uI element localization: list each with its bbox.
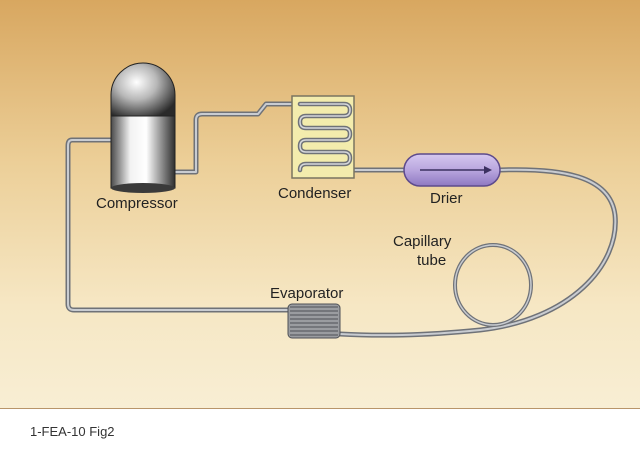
capillary-label-line1: Capillary <box>393 233 452 250</box>
condenser <box>291 95 355 179</box>
capillary-coil <box>453 243 533 327</box>
refrigeration-diagram: Compressor Condenser Drier Capillary tub… <box>0 0 640 409</box>
evaporator-label: Evaporator <box>270 285 343 302</box>
drier <box>403 153 501 187</box>
evaporator <box>287 303 341 339</box>
figure-caption: 1-FEA-10 Fig2 <box>30 424 115 439</box>
refrigerant-tubing <box>65 101 618 338</box>
drier-label: Drier <box>430 190 463 207</box>
capillary-label-line2: tube <box>417 252 446 269</box>
flow-arrow-head <box>484 166 492 174</box>
condenser-label: Condenser <box>278 185 351 202</box>
compressor <box>110 62 176 193</box>
compressor-label: Compressor <box>96 195 178 212</box>
diagram-canvas: Compressor Condenser Drier Capillary tub… <box>65 62 618 339</box>
